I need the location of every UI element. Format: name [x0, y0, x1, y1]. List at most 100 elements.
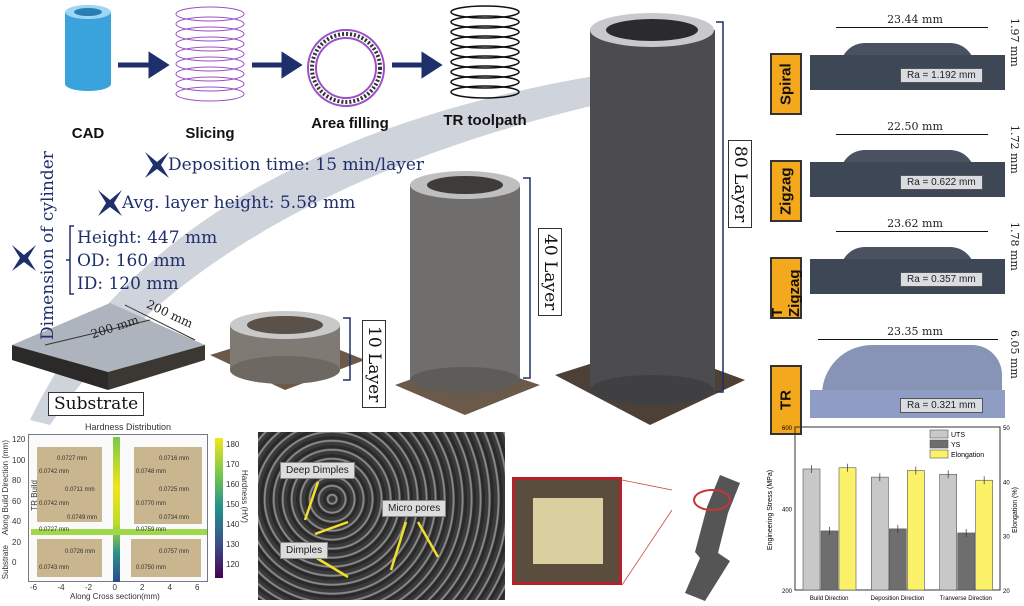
bar-elongation	[975, 479, 993, 591]
indent-size-left: 0.0749 mm	[67, 515, 98, 521]
legend-label: YS	[951, 442, 961, 449]
width-arrow-0	[836, 27, 988, 28]
build-40-layer-image	[395, 171, 540, 415]
hardness-xtick: -4	[57, 583, 65, 592]
y-axis-label: Engineering Stress (MPa)	[767, 470, 774, 550]
substrate-label: Substrate	[48, 392, 145, 416]
y-tick-label: 600	[782, 426, 793, 432]
process-swoosh	[12, 5, 745, 425]
roughness-label-3: Ra = 0.321 mm	[900, 398, 983, 413]
sem-label-dimples: Dimples	[280, 542, 329, 559]
indent-size-left: 0.0742 mm	[39, 501, 70, 507]
bead-width-2: 23.62 mm	[887, 217, 943, 230]
layer-height-text: Avg. layer height: 5.58 mm	[122, 193, 356, 213]
indent-micrograph-left-top	[37, 447, 102, 522]
indent-size-left: 0.0726 mm	[65, 549, 96, 555]
hardness-substrate-label: Substrate	[1, 545, 10, 580]
y2-tick-label: 40	[1003, 480, 1010, 486]
roughness-label-0: Ra = 1.192 mm	[900, 68, 983, 83]
star-icon	[145, 152, 169, 178]
step-area-filling-label: Area filling	[311, 115, 389, 132]
hardness-xlabel: Along Cross section(mm)	[70, 592, 160, 601]
legend-label: Elongation	[951, 452, 984, 459]
bead-height-1: 1.72 mm	[1008, 125, 1021, 174]
slicing-icon	[175, 6, 245, 102]
indent-size-left: 0.0727 mm	[39, 527, 70, 533]
deposition-time-text: Deposition time: 15 min/layer	[168, 155, 425, 175]
width-arrow-1	[836, 134, 988, 135]
sem-fractograph-image: Deep Dimples Micro pores Dimples	[258, 432, 505, 600]
build-80-label: 80 Layer	[728, 140, 752, 229]
bead-height-0: 1.97 mm	[1008, 18, 1021, 67]
sem-label-micro-pores: Micro pores	[382, 500, 447, 517]
hardness-horizontal-line	[31, 529, 207, 535]
colorbar-tick: 150	[226, 500, 240, 509]
dimension-title: Dimension of cylinder	[38, 151, 58, 340]
hardness-ytick: 120	[12, 435, 26, 444]
bead-width-1: 22.50 mm	[887, 120, 943, 133]
hardness-ytick: 80	[12, 476, 21, 485]
bead-height-2: 1.78 mm	[1008, 222, 1021, 271]
indent-size-right: 0.0725 mm	[159, 487, 190, 493]
bead-height-3: 6.05 mm	[1008, 330, 1021, 379]
step-tr-toolpath-label: TR toolpath	[443, 112, 527, 129]
indent-size-left: 0.0711 mm	[65, 487, 95, 493]
indent-micrograph-right-bottom	[131, 539, 201, 577]
indent-size-left: 0.0742 mm	[39, 469, 70, 475]
colorbar-tick: 180	[226, 440, 240, 449]
indent-size-right: 0.0734 mm	[159, 515, 190, 521]
y2-tick-label: 30	[1003, 535, 1010, 541]
hardness-xtick: 0	[112, 583, 117, 592]
x-tick-label: Build Direction	[810, 596, 849, 602]
toolpath-tag-1: Zigzag	[770, 160, 802, 222]
indent-size-left: 0.0743 mm	[39, 565, 70, 571]
sem-label-deep-dimples: Deep Dimples	[280, 462, 355, 479]
height-text: Height: 447 mm	[77, 228, 218, 248]
hardness-ytick: 40	[12, 517, 21, 526]
colorbar-tick: 120	[226, 560, 240, 569]
bead-width-3: 23.35 mm	[887, 325, 943, 338]
toolpath-tag-0: Spiral	[770, 53, 802, 115]
hardness-xtick: 2	[140, 583, 145, 592]
indent-micrograph-left-bottom	[37, 539, 102, 577]
y2-axis-label: Elongation (%)	[1012, 487, 1019, 533]
step-cad-label: CAD	[71, 125, 105, 142]
bar-elongation	[907, 470, 925, 591]
indent-micrograph-right-top	[134, 447, 202, 524]
colorbar-tick: 140	[226, 520, 240, 529]
hardness-ytick: 60	[12, 496, 21, 506]
roughness-label-2: Ra = 0.357 mm	[900, 272, 983, 287]
star-icon	[12, 245, 36, 271]
hardness-tr-label: TR Build	[30, 480, 39, 511]
od-text: OD: 160 mm	[77, 251, 186, 271]
cad-cylinder-icon	[65, 5, 111, 91]
bar-ys	[820, 530, 839, 591]
sem-arrows	[303, 481, 440, 579]
hardness-xtick: 6	[195, 583, 200, 592]
legend-swatch	[929, 439, 949, 449]
width-arrow-2	[836, 231, 988, 232]
bar-uts	[939, 473, 957, 591]
build-10-label: 10 Layer	[362, 320, 386, 409]
indent-size-right: 0.0757 mm	[159, 549, 190, 555]
toolpath-tag-2: T Zigzag	[769, 257, 803, 319]
id-text: ID: 120 mm	[77, 274, 179, 294]
tr-toolpath-icon	[450, 5, 520, 99]
star-icon	[98, 190, 122, 216]
indent-size-right: 0.0750 mm	[136, 565, 167, 571]
hardness-xtick: -6	[30, 583, 38, 592]
y2-tick-label: 20	[1003, 589, 1010, 595]
tensile-specimen-image	[621, 475, 740, 601]
bar-uts	[871, 476, 889, 591]
indent-size-left: 0.0727 mm	[57, 456, 88, 462]
substrate-plate-image	[12, 303, 205, 390]
x-tick-label: Deposition Direction	[871, 596, 925, 602]
bar-ys	[957, 532, 975, 591]
bar-ys	[889, 528, 907, 591]
roughness-label-1: Ra = 0.622 mm	[900, 175, 983, 190]
hardness-ytick: 100	[12, 455, 26, 465]
hardness-xtick: 4	[167, 583, 172, 592]
colorbar-tick: 130	[226, 540, 240, 549]
hardness-colorbar	[215, 438, 223, 578]
